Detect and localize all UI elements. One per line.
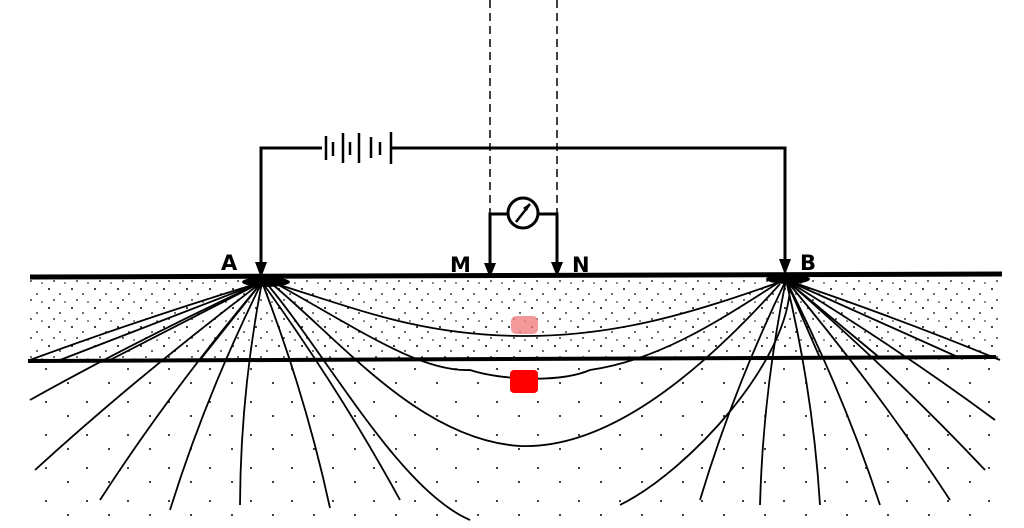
battery-icon [324, 132, 393, 164]
label-a: A [221, 251, 238, 275]
field-line-b [785, 279, 996, 421]
field-line-a [109, 281, 263, 361]
field-line-arc [269, 281, 781, 337]
field-line-a [34, 281, 263, 471]
field-line-a [59, 281, 263, 361]
field-line-a [169, 281, 263, 511]
electrode-b-contact [766, 274, 810, 284]
marker-upper [511, 316, 538, 334]
field-line-a [261, 281, 401, 501]
voltmeter-icon [506, 196, 540, 230]
field-line-a [239, 281, 263, 506]
label-b: B [800, 251, 816, 275]
arrow-a [255, 262, 267, 278]
marker-lower [510, 370, 538, 393]
current-circuit-wire [259, 146, 787, 265]
field-line-b [785, 279, 1001, 361]
field-line-a [261, 281, 331, 509]
ground-surface [29, 271, 1003, 280]
field-line-arc [271, 283, 781, 447]
arrow-n [551, 262, 563, 277]
field-line-b [785, 279, 821, 359]
field-line-deep [267, 284, 471, 521]
current-field-lines [29, 279, 1001, 521]
electrode-a-contact [242, 277, 290, 287]
potential-circuit-wire [488, 212, 559, 265]
field-line-a [199, 281, 263, 361]
field-line-a [29, 281, 263, 361]
arrow-m [484, 263, 496, 278]
field-line-b [785, 279, 881, 359]
layer-boundary [27, 355, 997, 363]
field-line-b [699, 279, 787, 501]
field-line-b [785, 279, 986, 471]
label-m: M [450, 253, 471, 277]
field-line-b [785, 279, 951, 501]
label-n: N [572, 253, 590, 277]
field-line-b [785, 279, 961, 359]
field-line-b [785, 279, 821, 506]
field-line-a [29, 281, 263, 401]
arrow-b [779, 259, 791, 275]
field-line-b [785, 279, 881, 506]
field-line-b [759, 279, 787, 506]
